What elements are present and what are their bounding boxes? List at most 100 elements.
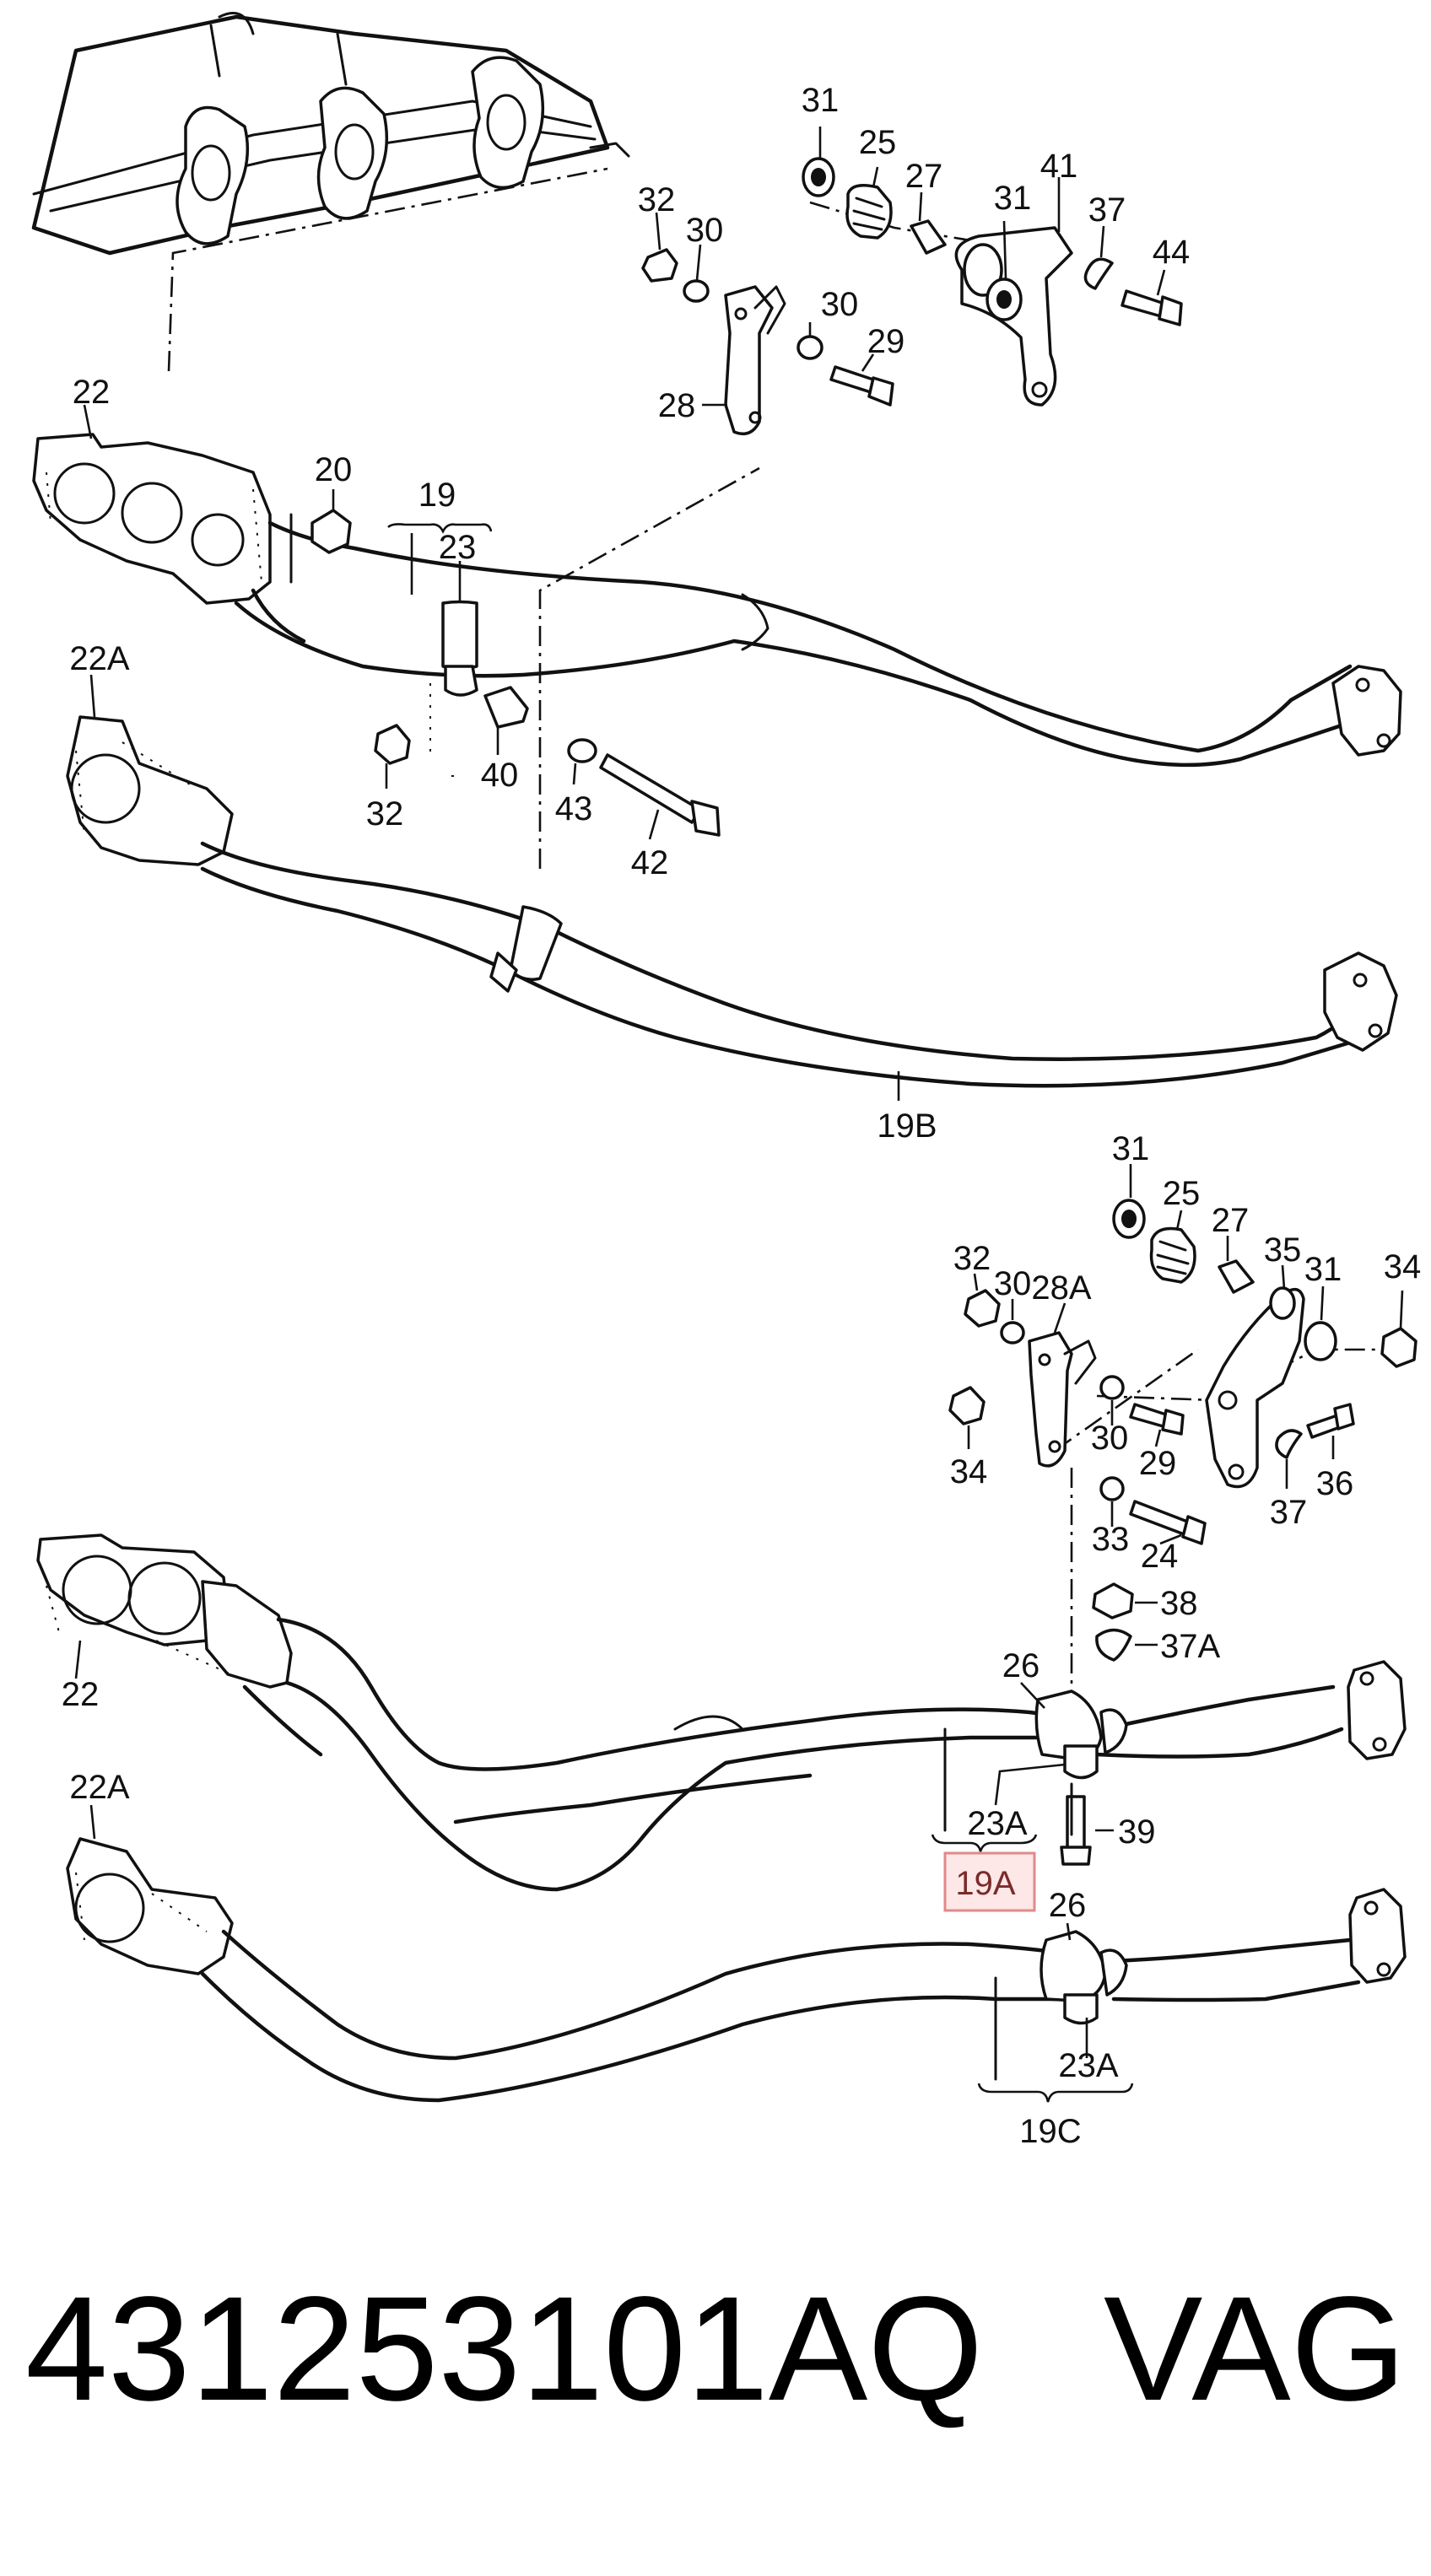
rear-flange [1348, 1888, 1407, 1984]
flange-22a [66, 715, 234, 866]
exhaust-manifold [31, 12, 630, 256]
bolt-29 [829, 365, 875, 394]
connector-line [167, 167, 608, 372]
callout-30: 30 [821, 286, 859, 323]
callout-28: 28 [658, 387, 696, 424]
callout-27: 27 [905, 158, 943, 195]
callout-32: 32 [953, 1240, 991, 1277]
callout-36: 36 [1316, 1465, 1354, 1502]
callout-22a: 22A [69, 640, 129, 677]
callout-30: 30 [994, 1265, 1032, 1302]
connector-line [1096, 1348, 1396, 1402]
lock-washer [1083, 257, 1114, 290]
callout-19a: 19A [955, 1865, 1015, 1902]
callout-35: 35 [1264, 1231, 1302, 1269]
washer-30 [1099, 1375, 1125, 1400]
callout-37: 37 [1088, 191, 1126, 229]
washer-30 [683, 279, 710, 303]
bracket-28 [724, 285, 774, 435]
nut-38 [1092, 1582, 1134, 1619]
callout-31: 31 [1304, 1251, 1342, 1288]
callout-34: 34 [950, 1453, 988, 1490]
callout-28a: 28A [1031, 1269, 1091, 1307]
clamp-26 [1040, 1930, 1107, 2002]
callout-19c: 19C [1019, 2113, 1081, 2150]
flange-22 [32, 433, 272, 605]
brand-name: VAG [1104, 2266, 1407, 2432]
callout-40: 40 [481, 757, 519, 794]
callout-23a: 23A [1058, 2047, 1118, 2084]
callout-24: 24 [1141, 1538, 1179, 1575]
bolt-42 [599, 753, 702, 824]
callout-43: 43 [555, 790, 593, 827]
front-pipe-19b [66, 715, 1398, 1088]
front-pipe-19a [36, 1533, 1407, 1892]
callout-25: 25 [1163, 1175, 1201, 1212]
callout-31: 31 [1112, 1130, 1150, 1167]
callout-23: 23 [439, 529, 477, 566]
nut-32 [374, 724, 411, 765]
callout-38: 38 [1160, 1585, 1198, 1622]
nut-32 [964, 1289, 1001, 1328]
callout-37a: 37A [1160, 1628, 1220, 1665]
callout-30: 30 [1091, 1420, 1129, 1457]
callout-39: 39 [1118, 1813, 1156, 1851]
part-number: 431253101AQ [25, 2266, 984, 2432]
callout-20: 20 [315, 451, 353, 488]
connector-line [538, 466, 760, 869]
nut-34 [1380, 1327, 1418, 1368]
footer-caption: 431253101AQ VAG [25, 2266, 1409, 2432]
front-pipe-19 [32, 433, 1402, 768]
connector-line [1054, 1348, 1199, 1452]
nut-20 [310, 509, 352, 554]
callout-41: 41 [1040, 148, 1078, 185]
callout-42: 42 [631, 844, 669, 881]
spacer-40 [483, 686, 529, 729]
rear-flange [1331, 665, 1402, 757]
nut-34 [948, 1386, 986, 1425]
callout-29: 29 [1139, 1445, 1177, 1482]
callout-33: 33 [1092, 1521, 1130, 1558]
nut-32 [641, 248, 678, 283]
upper-bracket-assembly [641, 157, 1183, 435]
lock-washer-37 [1275, 1429, 1303, 1459]
flange-22a [66, 1837, 234, 1975]
spacer-sleeve [910, 219, 947, 255]
callout-29: 29 [867, 323, 905, 360]
callout-19: 19 [418, 477, 456, 514]
callout-22: 22 [73, 374, 111, 411]
callout-37: 37 [1270, 1494, 1308, 1531]
bolt-24 [1129, 1500, 1191, 1537]
spacer-27 [1218, 1259, 1255, 1294]
lower-bracket-assembly [948, 1199, 1418, 1866]
highlight-box [943, 1851, 1036, 1912]
callout-26: 26 [1002, 1647, 1040, 1684]
callout-32: 32 [366, 795, 404, 833]
rear-flange [1323, 951, 1398, 1052]
clamp-23 [441, 600, 478, 671]
leader-lines [74, 127, 1404, 2103]
washer-30 [796, 335, 824, 360]
bracket-35 [1205, 1287, 1305, 1489]
callout-19b: 19B [877, 1107, 937, 1145]
washer-31 [1304, 1321, 1337, 1361]
callout-23a: 23A [967, 1805, 1027, 1842]
washer-43 [567, 738, 597, 763]
bracket-28a [1028, 1331, 1073, 1468]
rear-flange [1347, 1660, 1407, 1760]
callout-25: 25 [859, 124, 897, 161]
callout-22: 22 [62, 1676, 100, 1713]
front-pipe-19c [66, 1837, 1407, 2103]
bolt-39 [1066, 1795, 1086, 1853]
callout-27: 27 [1212, 1202, 1250, 1239]
callout-26: 26 [1049, 1887, 1087, 1924]
callout-34: 34 [1384, 1248, 1422, 1285]
callout-32: 32 [638, 181, 676, 218]
callout-30: 30 [686, 212, 724, 249]
callout-44: 44 [1153, 234, 1191, 271]
washer-37a [1095, 1628, 1132, 1662]
washer-33 [1099, 1476, 1125, 1501]
callout-labels: 31 25 27 41 31 37 44 32 30 30 29 28 22 2… [62, 82, 1422, 2150]
callout-22a: 22A [69, 1769, 129, 1806]
